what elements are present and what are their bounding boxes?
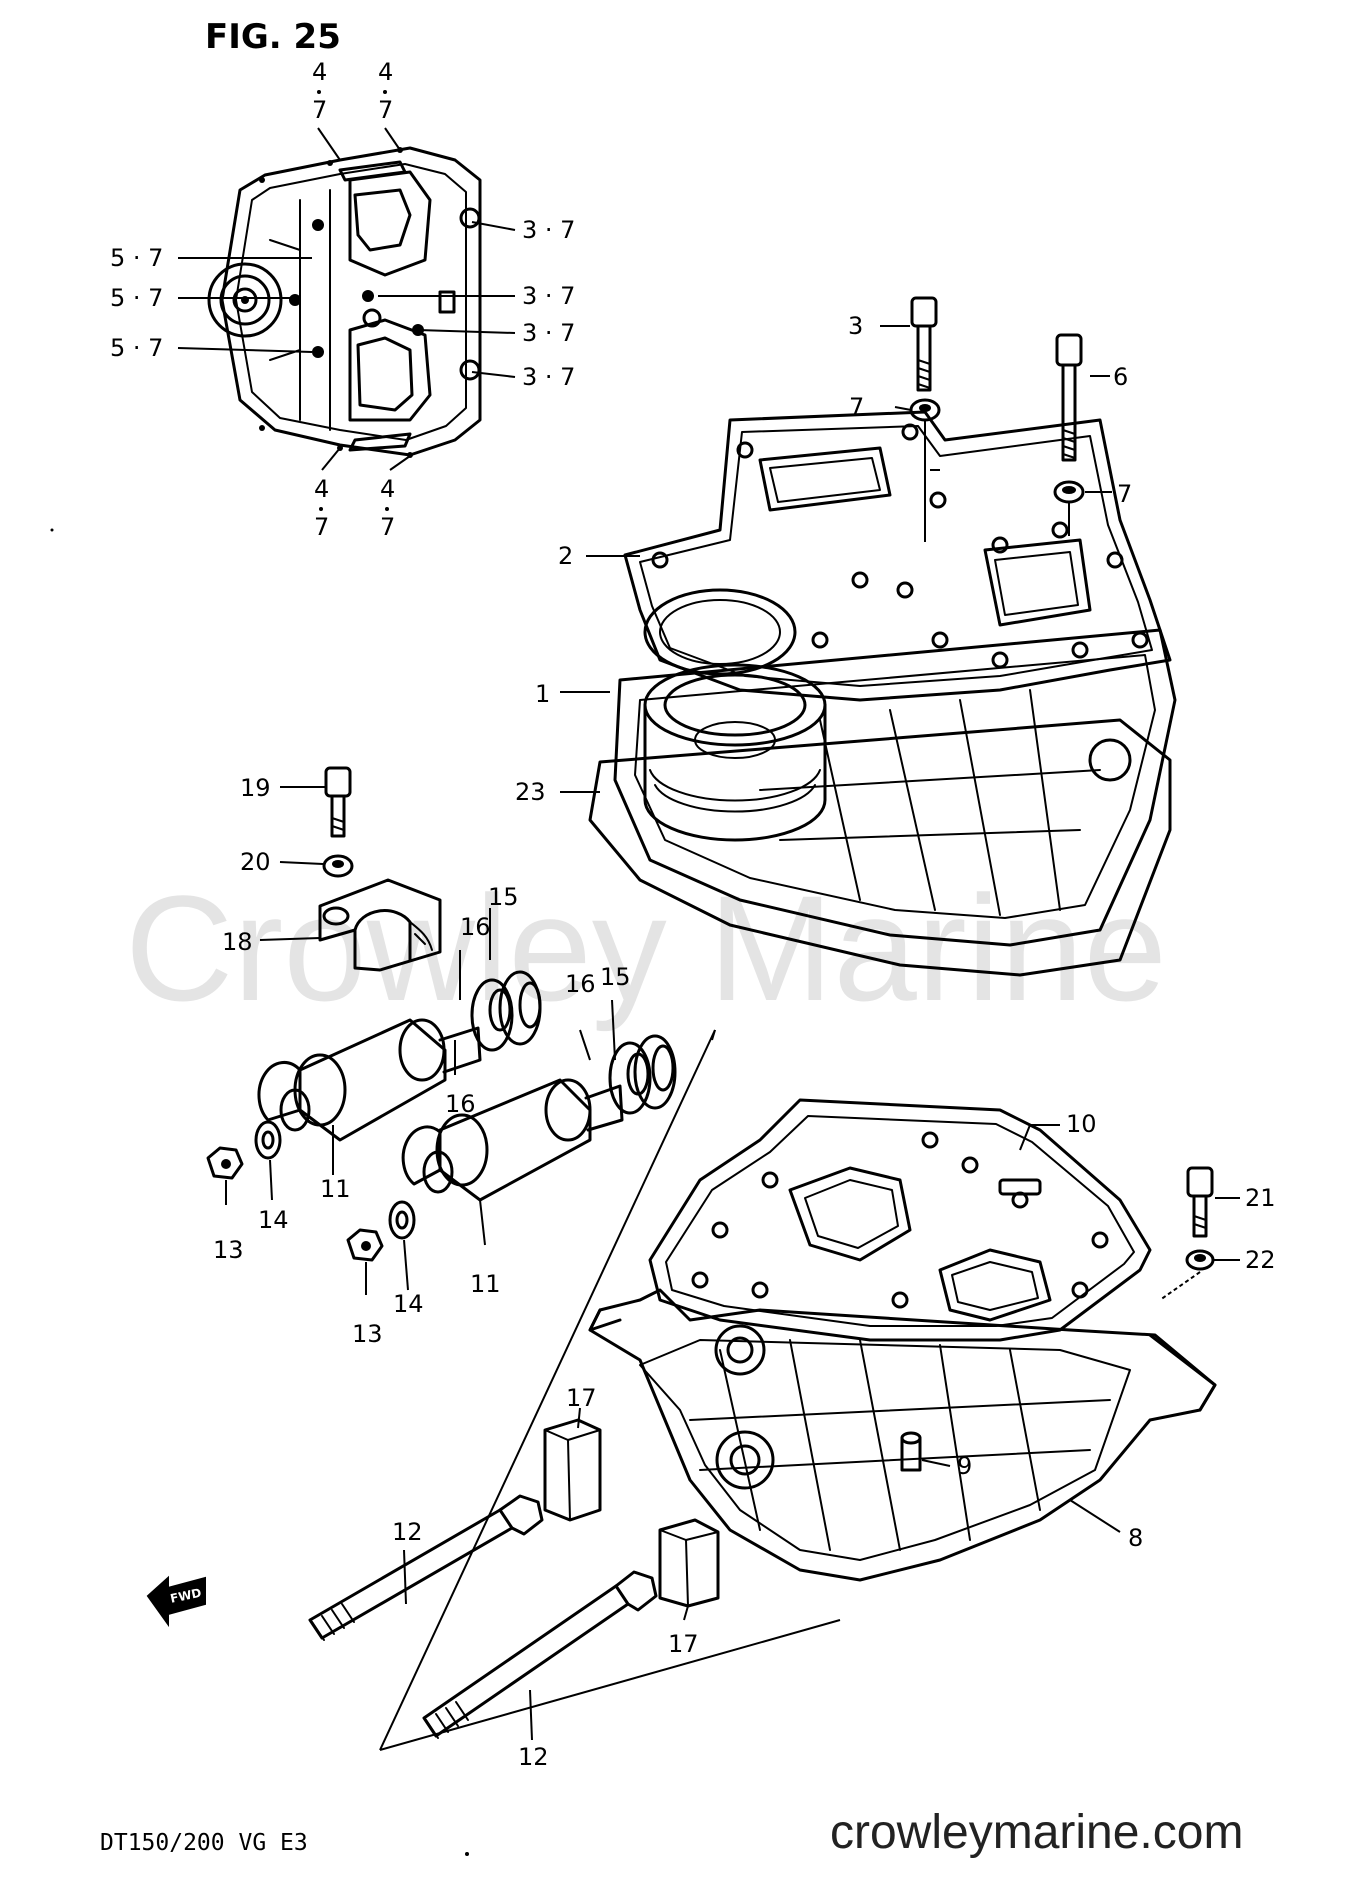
callout-16c: 16 <box>445 1090 476 1118</box>
callout-3-7d: 3 · 7 <box>522 363 575 391</box>
callout-19: 19 <box>240 774 271 802</box>
callout-3: 3 <box>848 312 863 340</box>
washer-14-lower <box>388 1200 416 1240</box>
callout-23: 23 <box>515 778 546 806</box>
spacer-16-15-upper <box>470 970 542 1052</box>
callout-7a: 7 <box>849 393 864 421</box>
callout-9: 9 <box>957 1452 972 1480</box>
callout-5-7c: 5 · 7 <box>110 334 163 362</box>
nut-13-lower <box>346 1228 384 1262</box>
stacked-callout-top-left: 4 7 <box>312 58 327 124</box>
washer-7b <box>1053 480 1085 504</box>
gasket-10 <box>648 1098 1152 1342</box>
callout-13b: 13 <box>352 1320 383 1348</box>
callout-15b: 15 <box>600 963 631 991</box>
stacked-callout-bottom-right: 4 7 <box>380 475 395 541</box>
fwd-arrow-icon: FWD <box>146 1575 206 1628</box>
svg-text:7: 7 <box>378 96 393 124</box>
callout-17b: 17 <box>668 1630 699 1658</box>
callout-13a: 13 <box>213 1236 244 1264</box>
svg-text:4: 4 <box>380 475 395 503</box>
bolt-19 <box>324 766 352 838</box>
callout-11a: 11 <box>320 1175 351 1203</box>
callout-2: 2 <box>558 542 573 570</box>
stray-dot <box>465 1852 469 1856</box>
cover-plate-bottom-view <box>207 146 482 458</box>
callout-21: 21 <box>1245 1184 1276 1212</box>
svg-text:7: 7 <box>312 96 327 124</box>
callout-3-7c: 3 · 7 <box>522 319 575 347</box>
bolt-12-lower <box>422 1570 658 1739</box>
model-code: DT150/200 VG E3 <box>100 1830 308 1856</box>
bolt-6 <box>1055 333 1083 462</box>
lower-mount-housing <box>588 1288 1217 1582</box>
callout-14b: 14 <box>393 1290 424 1318</box>
callout-10: 10 <box>1066 1110 1097 1138</box>
callout-5-7a: 5 · 7 <box>110 244 163 272</box>
spacer-16-15-lower <box>608 1034 677 1115</box>
bolt-3 <box>910 296 938 392</box>
washer-14-upper <box>254 1120 282 1160</box>
figure-title: FIG. 25 <box>205 17 341 57</box>
callout-8: 8 <box>1128 1524 1143 1552</box>
upper-mount-housing <box>588 628 1177 977</box>
bolt-12-upper <box>308 1494 544 1641</box>
watermark: Crowley Marine <box>125 864 1167 1032</box>
svg-text:7: 7 <box>314 513 329 541</box>
svg-text:7: 7 <box>380 513 395 541</box>
clamp-18 <box>318 878 442 972</box>
washer-20 <box>322 854 354 878</box>
stray-dot <box>50 528 54 532</box>
washer-22 <box>1185 1249 1215 1271</box>
svg-text:4: 4 <box>314 475 329 503</box>
callout-18: 18 <box>222 928 253 956</box>
callout-16b: 16 <box>565 970 596 998</box>
callout-20: 20 <box>240 848 271 876</box>
callout-14a: 14 <box>258 1206 289 1234</box>
bolt-21 <box>1186 1166 1214 1238</box>
callout-3-7b: 3 · 7 <box>522 282 575 310</box>
gasket-2 <box>623 410 1172 702</box>
callout-1: 1 <box>535 680 550 708</box>
nut-13-upper <box>206 1146 244 1180</box>
callout-17a: 17 <box>566 1384 597 1412</box>
callout-6: 6 <box>1113 363 1128 391</box>
callout-12a: 12 <box>392 1518 423 1546</box>
stacked-callout-bottom-left: 4 7 <box>314 475 329 541</box>
callout-7b: 7 <box>1117 480 1132 508</box>
callout-12b: 12 <box>518 1743 549 1771</box>
fwd-label: FWD <box>169 1586 203 1606</box>
cushion-11-lower <box>401 1078 624 1202</box>
callout-11b: 11 <box>470 1270 501 1298</box>
callout-3-7a: 3 · 7 <box>522 216 575 244</box>
block-17-upper <box>543 1418 602 1522</box>
callout-16a: 16 <box>460 913 491 941</box>
svg-text:4: 4 <box>378 58 393 86</box>
svg-text:4: 4 <box>312 58 327 86</box>
block-17-lower <box>658 1518 720 1608</box>
callout-22: 22 <box>1245 1246 1276 1274</box>
callout-15a: 15 <box>488 883 519 911</box>
callout-5-7b: 5 · 7 <box>110 284 163 312</box>
washer-7a <box>909 398 941 422</box>
stacked-callout-top-right: 4 7 <box>378 58 393 124</box>
site-url: crowleymarine.com <box>830 1806 1243 1859</box>
